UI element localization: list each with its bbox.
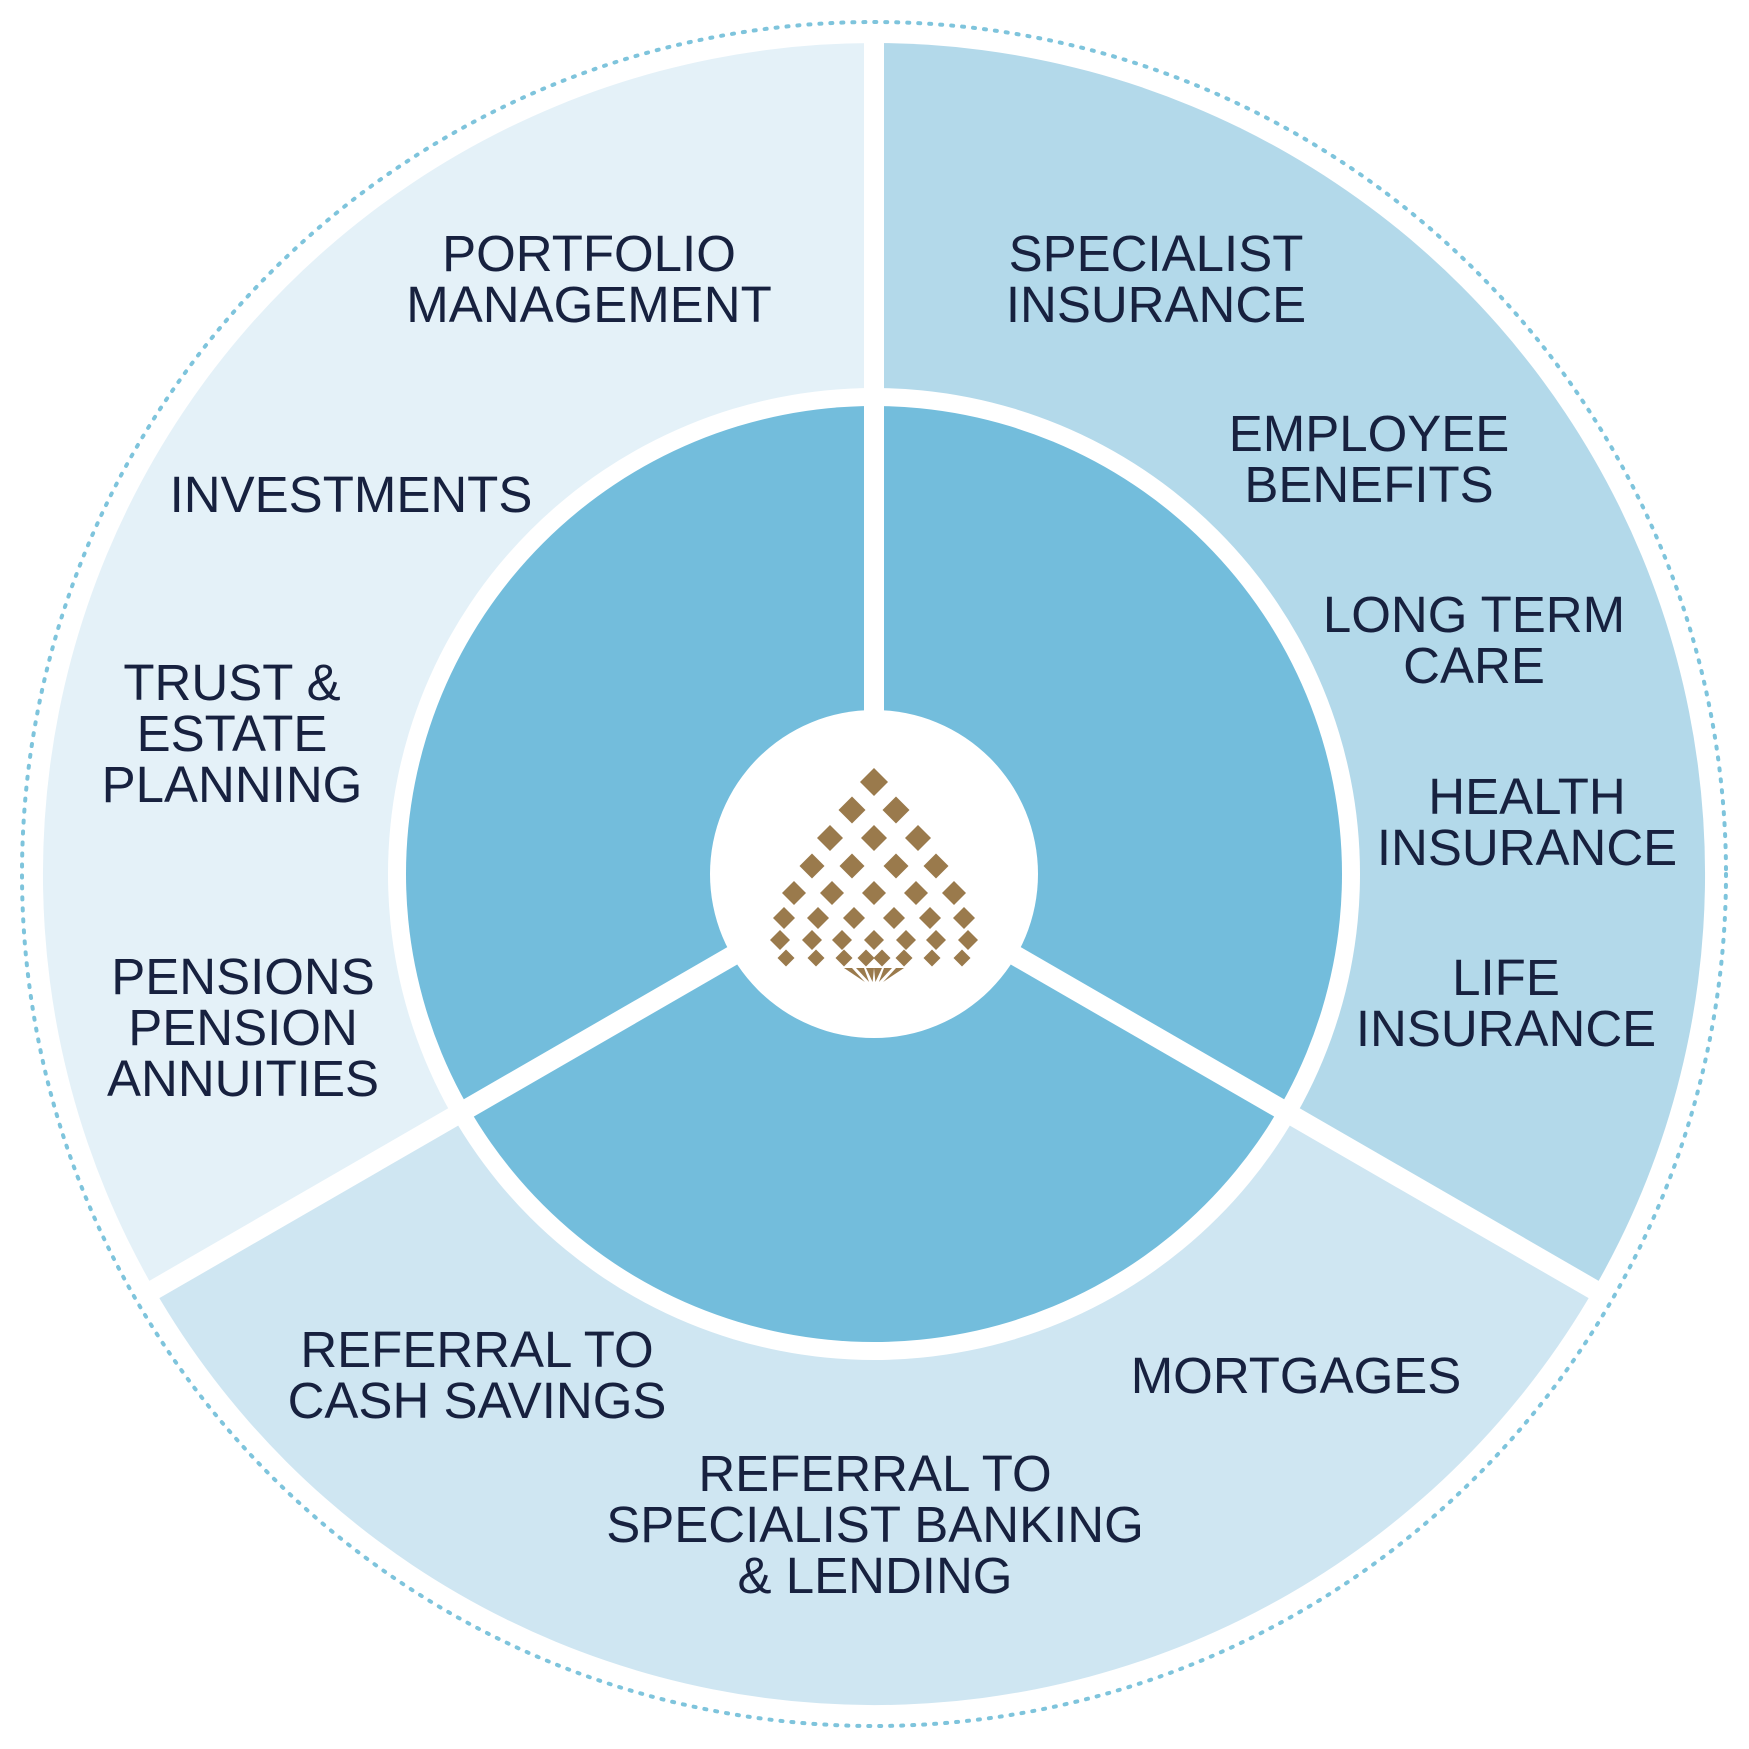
logo-diamond — [799, 853, 825, 879]
logo-diamond — [883, 907, 905, 929]
logo-diamond — [862, 881, 886, 905]
label-line: LONG TERM — [1323, 586, 1625, 643]
label-line: TRUST & — [123, 654, 340, 711]
label-line: CARE — [1403, 637, 1545, 694]
label-line: PENSION — [128, 999, 358, 1056]
logo-diamond — [782, 881, 806, 905]
logo-diamond — [861, 825, 887, 851]
label-line: MANAGEMENT — [406, 276, 772, 333]
label-line: SPECIALIST — [1009, 225, 1304, 282]
logo-diamond — [773, 907, 795, 929]
logo-base-stroke — [878, 968, 892, 982]
label-mortgages: MORTGAGES — [1131, 1347, 1462, 1404]
diamond-lattice-logo-icon — [770, 768, 978, 982]
label-line: & LENDING — [738, 1547, 1013, 1604]
logo-base-stroke — [883, 968, 904, 982]
label-line: BENEFITS — [1244, 456, 1493, 513]
label-line: REFERRAL TO — [300, 1321, 653, 1378]
logo-base-stroke — [866, 968, 874, 982]
label-line: HEALTH — [1428, 768, 1625, 825]
label-line: INVESTMENTS — [170, 466, 533, 523]
label-line: ESTATE — [137, 705, 328, 762]
center-hub — [710, 710, 1038, 1038]
label-line: PENSIONS — [111, 948, 375, 1005]
label-investments: INVESTMENTS — [170, 466, 533, 523]
label-line: REFERRAL TO — [698, 1445, 1051, 1502]
label-line: INSURANCE — [1006, 276, 1306, 333]
logo-diamond — [832, 930, 852, 950]
logo-base-stroke — [874, 968, 882, 982]
logo-diamond — [926, 930, 946, 950]
logo-diamond — [864, 930, 884, 950]
logo-diamond — [953, 949, 971, 967]
logo-diamond — [817, 825, 843, 851]
label-line: MORTGAGES — [1131, 1347, 1462, 1404]
logo-diamond — [923, 853, 949, 879]
label-line: LIFE — [1452, 949, 1560, 1006]
logo-diamond — [835, 949, 853, 967]
logo-diamond — [904, 881, 928, 905]
logo-diamond — [882, 796, 910, 824]
logo-diamond — [843, 907, 865, 929]
logo-diamond — [839, 853, 865, 879]
logo-diamond — [883, 853, 909, 879]
logo-diamond — [895, 949, 913, 967]
label-line: PORTFOLIO — [442, 225, 736, 282]
logo-diamond — [860, 768, 888, 796]
logo-diamond — [919, 907, 941, 929]
label-line: ANNUITIES — [107, 1050, 379, 1107]
logo-diamond — [777, 949, 795, 967]
label-line: CASH SAVINGS — [288, 1372, 667, 1429]
label-line: PLANNING — [102, 756, 363, 813]
label-line: SPECIALIST BANKING — [606, 1496, 1144, 1553]
logo-base-stroke — [844, 968, 865, 982]
label-line: INSURANCE — [1377, 819, 1677, 876]
logo-diamond — [807, 949, 825, 967]
logo-diamond — [857, 949, 875, 967]
logo-diamond — [873, 949, 891, 967]
outer-dotted-ring — [20, 20, 1728, 1728]
logo-diamond — [942, 881, 966, 905]
logo-diamond — [838, 796, 866, 824]
logo-diamond — [770, 930, 790, 950]
label-line: INSURANCE — [1356, 1000, 1656, 1057]
label-line: EMPLOYEE — [1229, 405, 1510, 462]
logo-diamond — [820, 881, 844, 905]
logo-diamond — [905, 825, 931, 851]
logo-diamond — [923, 949, 941, 967]
logo-base-stroke — [856, 968, 870, 982]
logo-diamond — [896, 930, 916, 950]
logo-diamond — [807, 907, 829, 929]
logo-diamond — [958, 930, 978, 950]
logo-diamond — [953, 907, 975, 929]
logo-diamond — [802, 930, 822, 950]
